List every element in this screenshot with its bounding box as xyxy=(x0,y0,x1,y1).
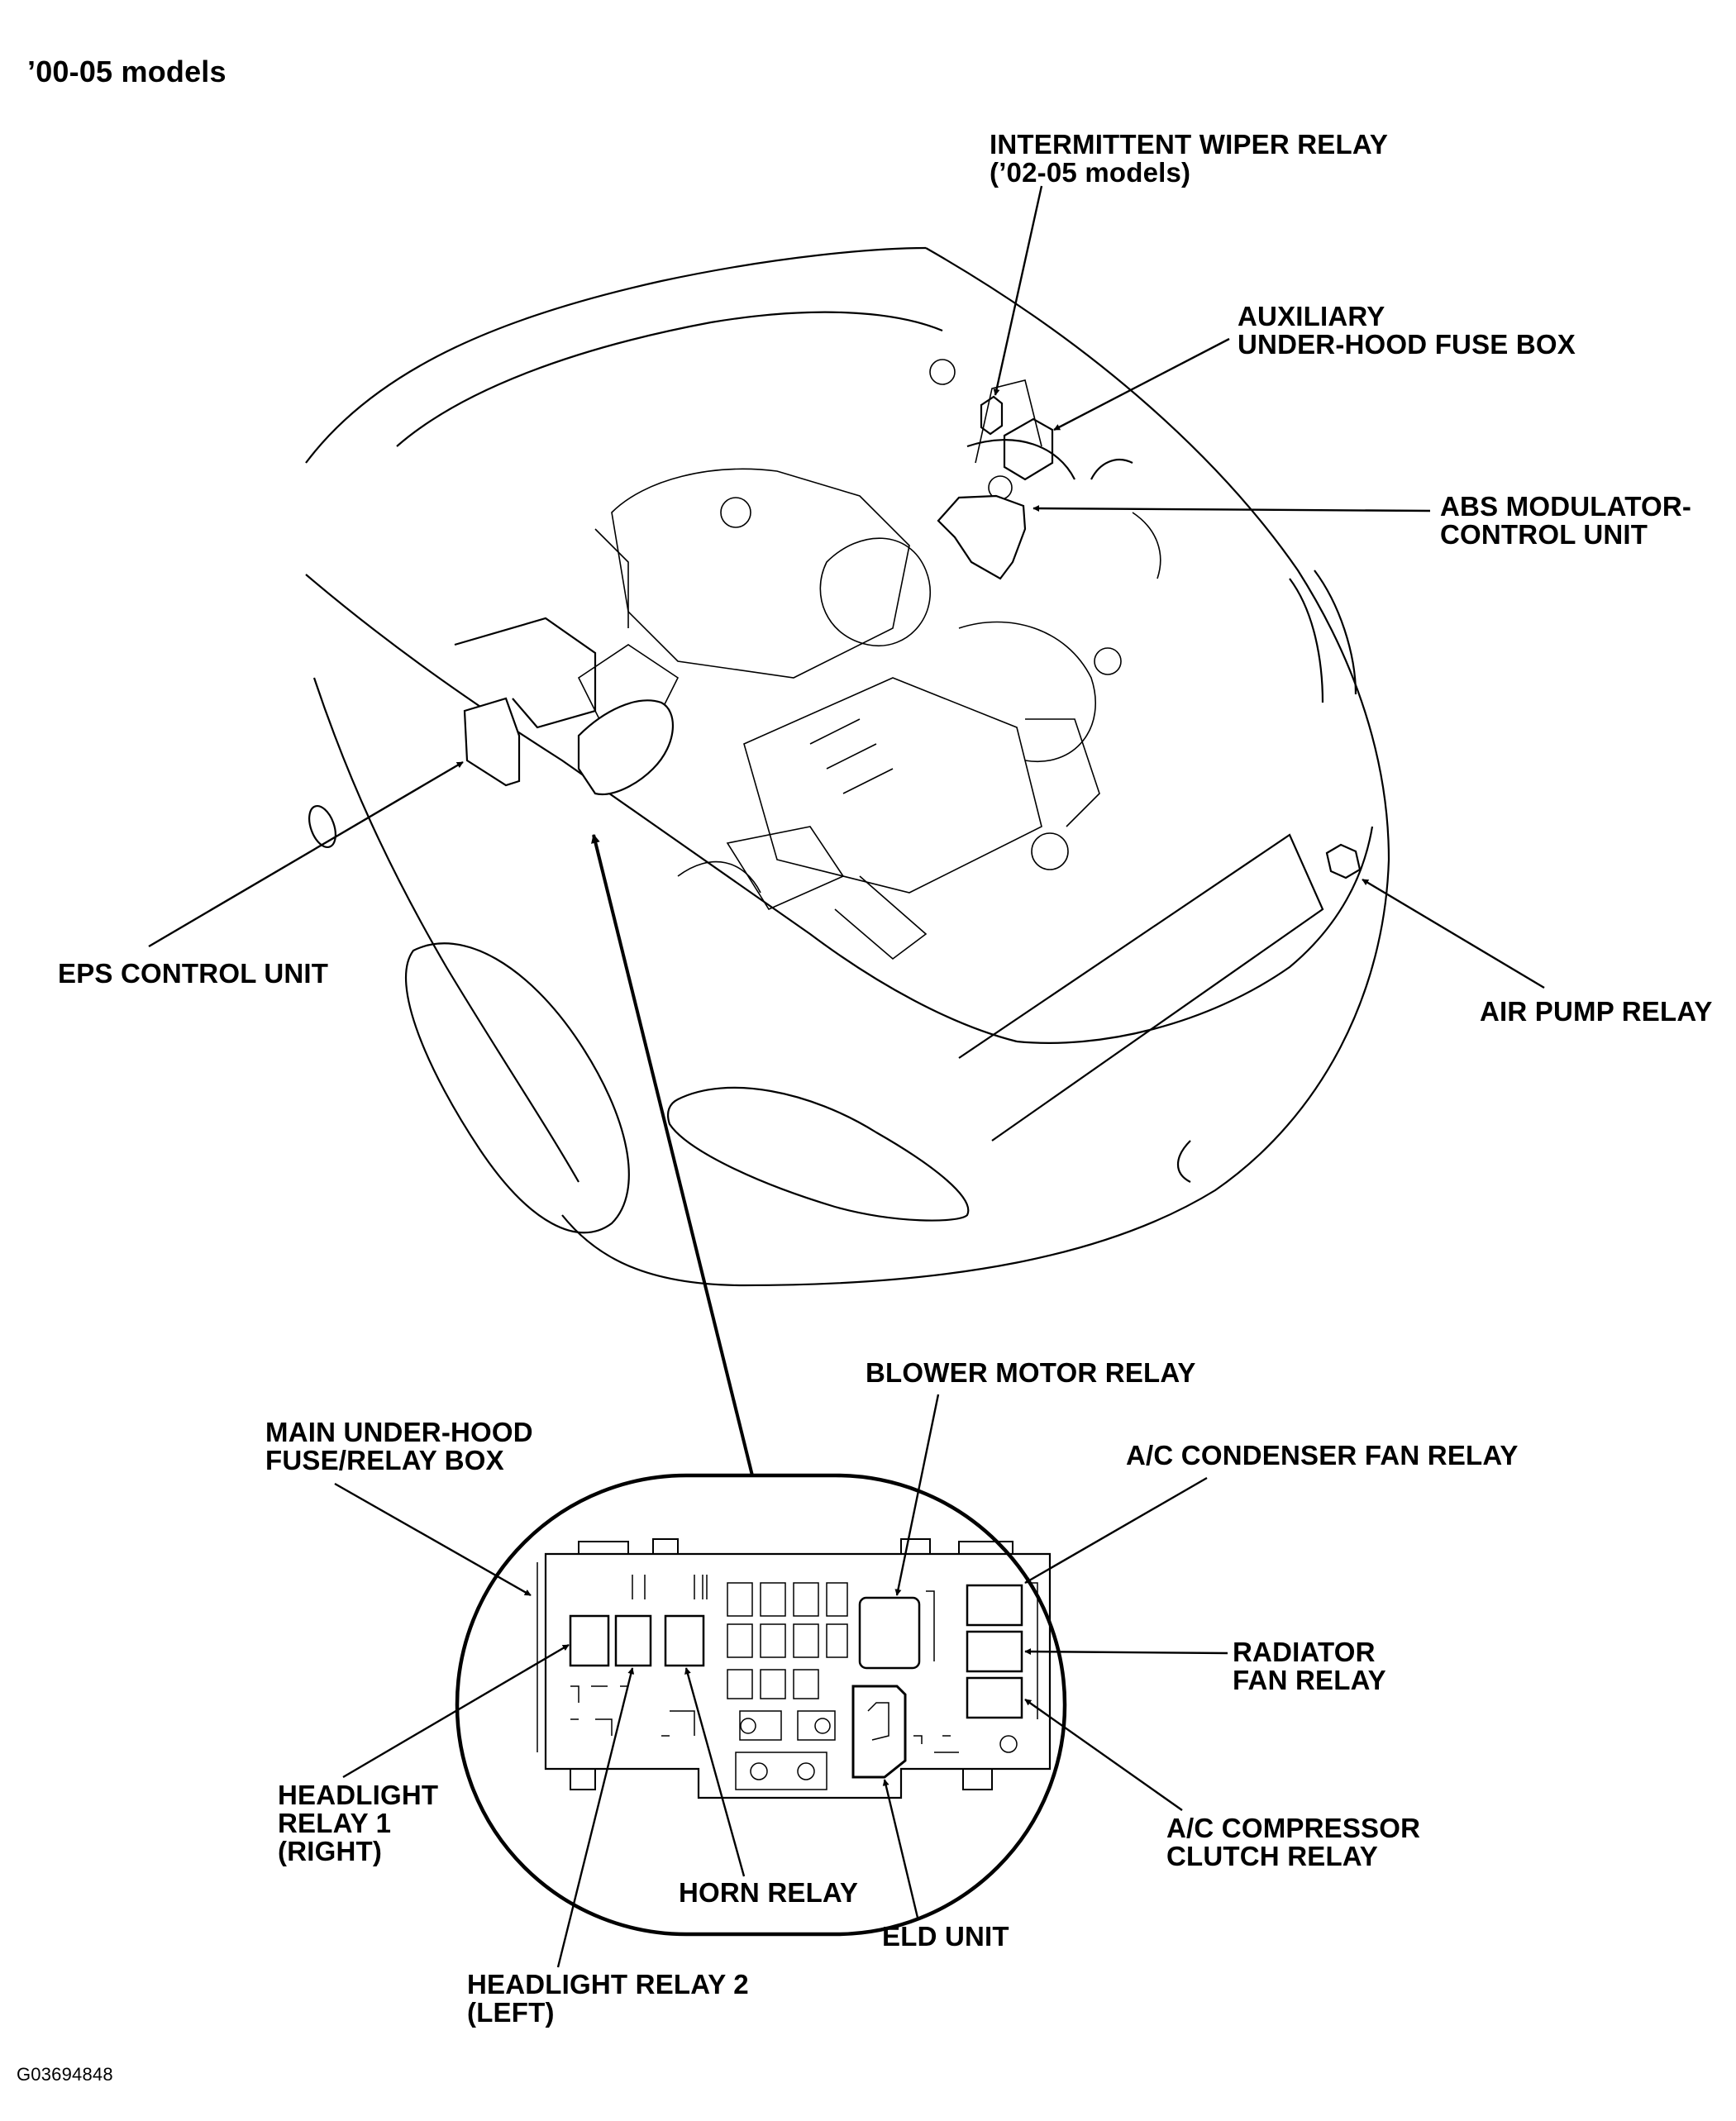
label-ac-compressor-clutch-relay: A/C COMPRESSOR CLUTCH RELAY xyxy=(1166,1814,1420,1871)
label-line: AIR PUMP RELAY xyxy=(1480,996,1713,1027)
label-auxiliary-fuse-box: AUXILIARY UNDER-HOOD FUSE BOX xyxy=(1238,303,1576,359)
label-intermittent-wiper-relay: INTERMITTENT WIPER RELAY (’02-05 models) xyxy=(990,131,1388,187)
label-line: HEADLIGHT xyxy=(278,1780,439,1810)
label-line: A/C COMPRESSOR xyxy=(1166,1813,1421,1843)
engine-detail xyxy=(577,359,1161,960)
engine-bay-components xyxy=(454,395,1362,879)
horn-relay xyxy=(664,1614,705,1667)
label-radiator-fan-relay: RADIATOR FAN RELAY xyxy=(1233,1638,1386,1694)
label-line: (LEFT) xyxy=(467,1997,555,2028)
label-headlight-relay-2: HEADLIGHT RELAY 2 (LEFT) xyxy=(467,1971,749,2027)
air-pump-relay-box xyxy=(1325,843,1362,879)
label-line: A/C CONDENSER FAN RELAY xyxy=(1126,1440,1519,1470)
label-line: CONTROL UNIT xyxy=(1440,519,1648,550)
figure-id: G03694848 xyxy=(17,2064,113,2085)
label-line: CLUTCH RELAY xyxy=(1166,1841,1379,1871)
label-line: UNDER-HOOD FUSE BOX xyxy=(1238,329,1576,360)
headlight-relay-2 xyxy=(614,1614,652,1667)
label-line: RADIATOR xyxy=(1233,1637,1376,1667)
car-body-outline xyxy=(305,246,1390,1287)
label-line: FAN RELAY xyxy=(1233,1665,1386,1695)
label-eps-control-unit: EPS CONTROL UNIT xyxy=(58,960,328,988)
label-eld-unit: ELD UNIT xyxy=(882,1923,1009,1951)
label-line: FUSE/RELAY BOX xyxy=(265,1445,504,1475)
fuse-box-inset xyxy=(455,1473,1067,1937)
label-line: ELD UNIT xyxy=(882,1921,1009,1952)
headlight-relay-1 xyxy=(569,1614,610,1667)
label-horn-relay: HORN RELAY xyxy=(679,1879,858,1907)
label-line: AUXILIARY xyxy=(1238,301,1385,331)
radiator-fan-relay xyxy=(966,1630,1023,1673)
label-line: INTERMITTENT WIPER RELAY xyxy=(990,129,1389,160)
label-line: MAIN UNDER-HOOD xyxy=(265,1417,533,1447)
page-title: ’00-05 models xyxy=(27,55,227,88)
eps-control-unit-box xyxy=(463,697,521,787)
label-line: BLOWER MOTOR RELAY xyxy=(866,1357,1196,1388)
label-abs-modulator: ABS MODULATOR- CONTROL UNIT xyxy=(1440,493,1691,549)
ac-condenser-fan-relay xyxy=(966,1584,1023,1627)
abs-modulator-box xyxy=(937,494,1027,580)
fuse-box-body xyxy=(544,1552,1052,1799)
intermittent-wiper-relay-box xyxy=(980,395,1004,436)
label-line: (RIGHT) xyxy=(278,1836,383,1866)
ac-compressor-clutch-relay xyxy=(966,1676,1023,1719)
label-line: (’02-05 models) xyxy=(990,157,1191,188)
inset-oval xyxy=(455,1473,1067,1937)
label-headlight-relay-1: HEADLIGHT RELAY 1 (RIGHT) xyxy=(278,1781,438,1866)
label-line: ABS MODULATOR- xyxy=(1440,491,1692,522)
label-blower-motor-relay: BLOWER MOTOR RELAY xyxy=(866,1359,1196,1387)
label-main-fuse-box: MAIN UNDER-HOOD FUSE/RELAY BOX xyxy=(265,1418,533,1475)
blower-motor-relay xyxy=(858,1596,921,1670)
label-ac-condenser-fan-relay: A/C CONDENSER FAN RELAY xyxy=(1126,1442,1519,1470)
eld-unit xyxy=(851,1685,907,1779)
label-line: HEADLIGHT RELAY 2 xyxy=(467,1969,749,1999)
label-line: EPS CONTROL UNIT xyxy=(58,958,329,989)
label-air-pump-relay: AIR PUMP RELAY xyxy=(1480,998,1713,1026)
label-line: RELAY 1 xyxy=(278,1808,392,1838)
label-line: HORN RELAY xyxy=(679,1877,859,1908)
auxiliary-fuse-box xyxy=(1003,417,1054,481)
leader-lines-lower xyxy=(334,1394,1228,1968)
leader-lines-upper xyxy=(148,185,1545,1476)
